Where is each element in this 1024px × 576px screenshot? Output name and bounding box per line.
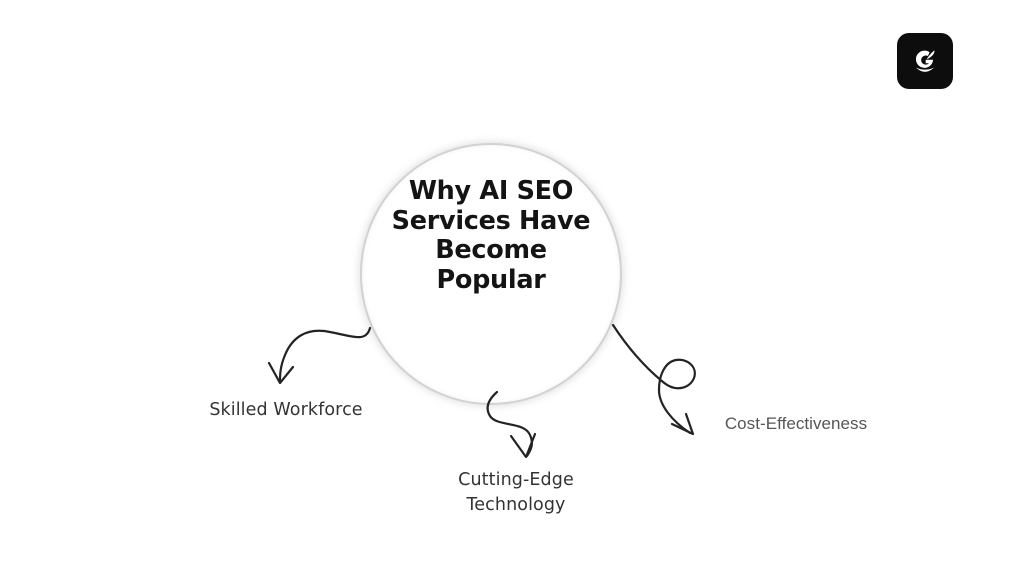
brand-logo-badge[interactable] <box>897 33 953 89</box>
page-title: Why AI SEO Services Have Become Popular <box>391 176 591 295</box>
branch-label-cost-effectiveness: Cost-Effectiveness <box>724 414 868 433</box>
brand-logo-g-mark <box>908 44 942 78</box>
branch-label-skilled-workforce: Skilled Workforce <box>209 400 363 420</box>
curved-arrow-left <box>267 326 372 385</box>
central-circle <box>360 143 622 405</box>
branch-label-cutting-edge-technology: Cutting-Edge Technology <box>458 470 574 515</box>
